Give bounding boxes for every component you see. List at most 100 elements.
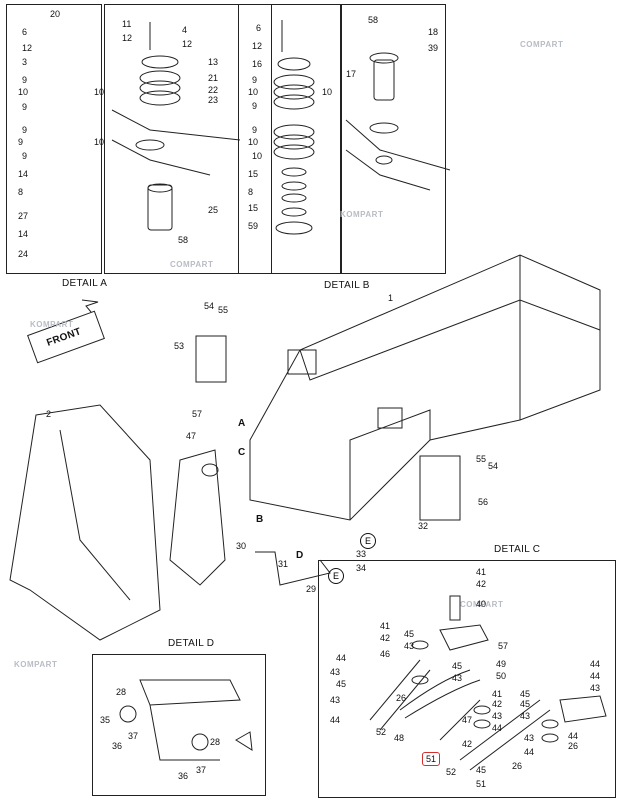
callout: 36: [112, 741, 123, 751]
callout: 2: [46, 409, 52, 419]
callout: 32: [418, 521, 429, 531]
callout: 39: [428, 43, 439, 53]
callout: 26: [512, 761, 523, 771]
callout: 53: [174, 341, 185, 351]
callout: 54: [488, 461, 499, 471]
callout: 45: [520, 689, 531, 699]
callout: 31: [278, 559, 289, 569]
callout: 37: [128, 731, 139, 741]
callout: 55: [218, 305, 229, 315]
callout: 46: [380, 649, 391, 659]
callout: 14: [18, 229, 29, 239]
callout: 10: [94, 87, 105, 97]
callout: 40: [476, 599, 487, 609]
callout: 6: [22, 27, 28, 37]
callout: 45: [452, 661, 463, 671]
callout: 23: [208, 95, 219, 105]
callout: 45: [476, 765, 487, 775]
callout: 16: [252, 59, 263, 69]
callout: 42: [462, 739, 473, 749]
callout: 14: [18, 169, 29, 179]
callout: 48: [394, 733, 405, 743]
detail-b-caption: DETAIL B: [324, 280, 370, 291]
view-letter-e-circle: E: [360, 533, 376, 549]
callout: 10: [322, 87, 333, 97]
callout: 8: [18, 187, 24, 197]
callout: 57: [192, 409, 203, 419]
detail-a-box-right: [104, 4, 272, 274]
callout: 9: [22, 102, 28, 112]
callout: 24: [18, 249, 29, 259]
view-letter-e-circle: E: [328, 568, 344, 584]
callout: 34: [356, 563, 367, 573]
callout: 42: [492, 699, 503, 709]
callout: 26: [568, 741, 579, 751]
callout: 3: [22, 57, 28, 67]
callout: 43: [590, 683, 601, 693]
callout: 58: [178, 235, 189, 245]
callout: 4: [182, 25, 188, 35]
callout: 56: [478, 497, 489, 507]
callout: 45: [520, 699, 531, 709]
view-letter-d: D: [296, 550, 304, 561]
callout: 47: [462, 715, 473, 725]
callout: 36: [178, 771, 189, 781]
callout: 9: [252, 75, 258, 85]
callout: 15: [248, 169, 259, 179]
callout: 44: [568, 731, 579, 741]
callout: 43: [492, 711, 503, 721]
callout: 43: [452, 673, 463, 683]
callout: 54: [204, 301, 215, 311]
callout: 41: [380, 621, 391, 631]
callout: 37: [196, 765, 207, 775]
watermark: KOMPART: [30, 320, 74, 329]
watermark: COMPART: [520, 40, 564, 49]
callout: 10: [94, 137, 105, 147]
callout: 44: [336, 653, 347, 663]
callout: 12: [252, 41, 263, 51]
callout: 42: [380, 633, 391, 643]
callout: 44: [590, 671, 601, 681]
callout: 52: [446, 767, 457, 777]
callout: 8: [248, 187, 254, 197]
highlighted-callout: 51: [422, 752, 441, 766]
callout: 41: [492, 689, 503, 699]
callout: 10: [248, 87, 259, 97]
callout: 22: [208, 85, 219, 95]
callout: 44: [330, 715, 341, 725]
callout: 9: [252, 125, 258, 135]
callout: 11: [122, 19, 132, 29]
callout: 10: [252, 151, 263, 161]
detail-d-caption: DETAIL D: [168, 638, 215, 649]
callout: 29: [306, 584, 317, 594]
detail-a-caption: DETAIL A: [62, 278, 108, 289]
callout: 10: [248, 137, 259, 147]
callout: 33: [356, 549, 367, 559]
callout: 57: [498, 641, 509, 651]
callout: 44: [492, 723, 503, 733]
callout: 1: [388, 293, 394, 303]
callout: 28: [116, 687, 127, 697]
watermark: KOMPART: [340, 210, 384, 219]
callout: 28: [210, 737, 221, 747]
callout: 51: [476, 779, 487, 789]
callout: 45: [404, 629, 415, 639]
callout: 12: [122, 33, 133, 43]
callout: 6: [256, 23, 262, 33]
callout: 25: [208, 205, 219, 215]
detail-d-box: [92, 654, 266, 796]
callout: 47: [186, 431, 197, 441]
callout: 17: [346, 69, 357, 79]
callout: 35: [100, 715, 111, 725]
callout: 59: [248, 221, 259, 231]
detail-a-box: [6, 4, 102, 274]
callout: 9: [22, 75, 28, 85]
detail-b-box-right: [340, 4, 446, 274]
callout: 30: [236, 541, 247, 551]
callout: 12: [22, 43, 33, 53]
watermark: COMPART: [170, 260, 214, 269]
callout: 43: [330, 667, 341, 677]
callout: 58: [368, 15, 379, 25]
callout: 43: [520, 711, 531, 721]
callout: 12: [182, 39, 193, 49]
